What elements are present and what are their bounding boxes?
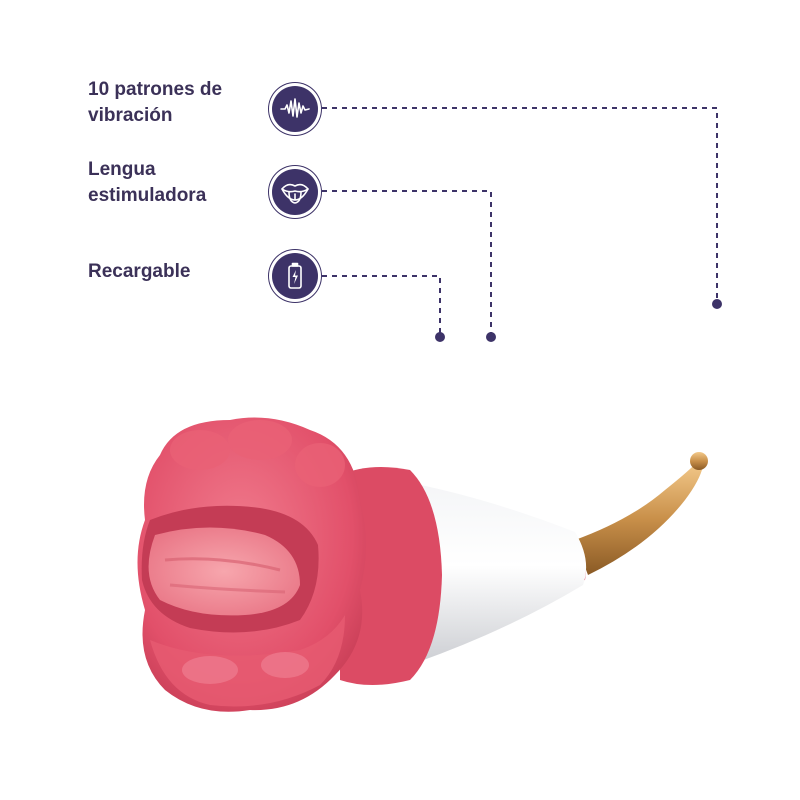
feature-label-vibration: 10 patrones de vibración bbox=[88, 79, 223, 126]
leader-line-vibration bbox=[322, 107, 718, 300]
tongue-mouth-icon bbox=[272, 169, 318, 215]
product-tongue bbox=[148, 527, 300, 616]
leader-dot-battery bbox=[435, 332, 445, 342]
sound-wave-icon bbox=[272, 86, 318, 132]
leader-dot-tongue bbox=[486, 332, 496, 342]
feature-label-rechargeable: Recargable bbox=[88, 261, 191, 282]
leader-line-tongue bbox=[322, 190, 492, 333]
product-gold-ball bbox=[690, 452, 708, 470]
product-pink-collar bbox=[340, 466, 442, 685]
feature-label-tongue: Lengua estimuladora bbox=[88, 159, 207, 206]
battery-icon bbox=[272, 253, 318, 299]
product-gold-tip bbox=[575, 462, 703, 575]
leader-dot-vibration bbox=[712, 299, 722, 309]
product-white-body bbox=[395, 480, 587, 670]
